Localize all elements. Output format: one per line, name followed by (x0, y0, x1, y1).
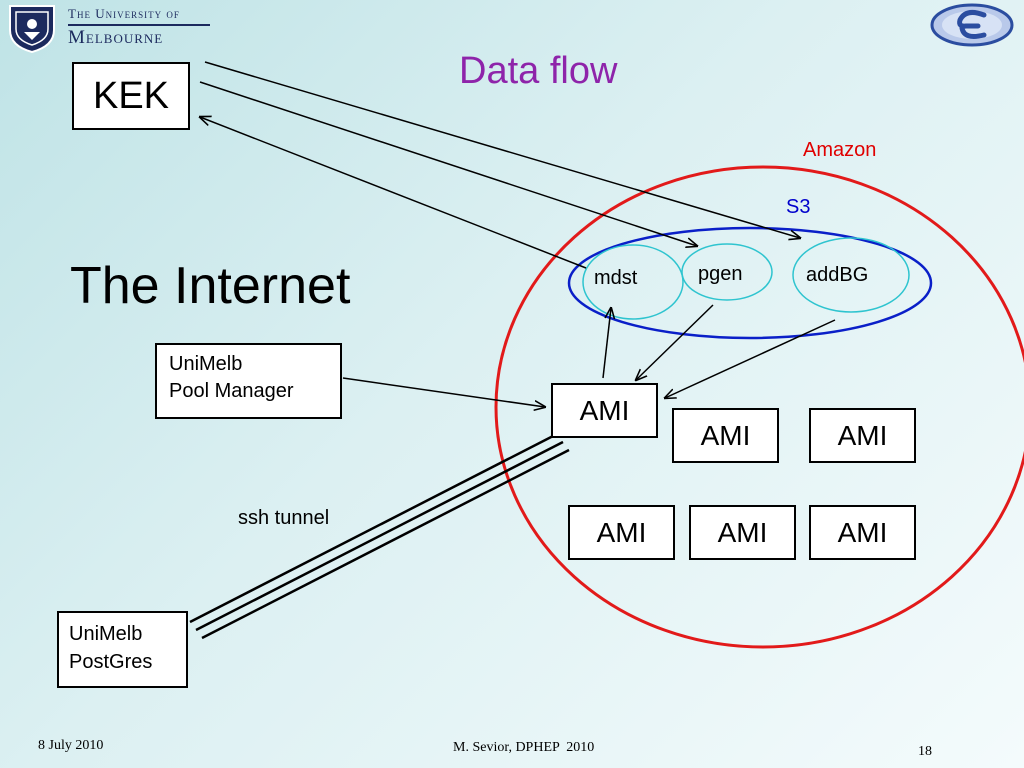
arrow-addbg-to-ami (665, 319, 836, 398)
pool-manager-line2: Pool Manager (169, 380, 294, 402)
ssh-tunnel-label: ssh tunnel (238, 507, 330, 529)
arrow-mdst-to-kek (200, 117, 587, 269)
postgres-node: UniMelb PostGres (57, 611, 188, 688)
kek-node: KEK (72, 62, 190, 130)
slide-title: Data flow (459, 50, 618, 92)
pgen-bucket (681, 243, 773, 301)
arrow-pool-manager-to-ami (342, 377, 545, 407)
ssh-tunnel-line-3 (201, 448, 570, 640)
conference-logo-icon (930, 3, 1014, 47)
university-name-line1: The University of (68, 6, 180, 21)
slide-number: 18 (918, 744, 932, 759)
amazon-cloud-circle (494, 165, 1024, 649)
s3-label: S3 (786, 196, 811, 218)
footer-date: 8 July 2010 (38, 738, 104, 753)
arrow-kek-to-addbg (204, 61, 800, 238)
ami-instance: AMI (568, 505, 675, 560)
postgres-line2: PostGres (69, 651, 153, 673)
arrow-ami-to-mdst (602, 308, 611, 379)
postgres-line1: UniMelb (69, 623, 143, 645)
pool-manager-line1: UniMelb (169, 353, 243, 375)
arrow-pgen-to-ami (636, 304, 714, 380)
internet-label: The Internet (70, 257, 351, 315)
ami-instance: AMI (672, 408, 779, 463)
ssh-tunnel-line-2 (195, 440, 564, 632)
ami-instance: AMI (809, 408, 916, 463)
university-name-line2: Melbourne (68, 27, 164, 48)
pgen-label: pgen (698, 263, 743, 285)
addbg-label: addBG (806, 264, 869, 286)
footer-author: M. Sevior, DPHEP 2010 (453, 740, 595, 755)
ami-instance: AMI (689, 505, 796, 560)
addbg-bucket (792, 237, 910, 313)
amazon-label: Amazon (803, 139, 877, 161)
ami-instance: AMI (809, 505, 916, 560)
arrow-kek-to-pgen (199, 81, 697, 246)
ssh-tunnel-line-1 (189, 432, 558, 624)
ami-instance-main: AMI (551, 383, 658, 438)
mdst-bucket (582, 244, 684, 320)
university-logo: The University of Melbourne (2, 2, 214, 54)
pool-manager-node: UniMelb Pool Manager (155, 343, 342, 419)
university-crest-icon (9, 5, 55, 54)
s3-storage-ellipse (567, 226, 933, 340)
logo-divider (68, 24, 210, 26)
mdst-label: mdst (594, 267, 638, 289)
